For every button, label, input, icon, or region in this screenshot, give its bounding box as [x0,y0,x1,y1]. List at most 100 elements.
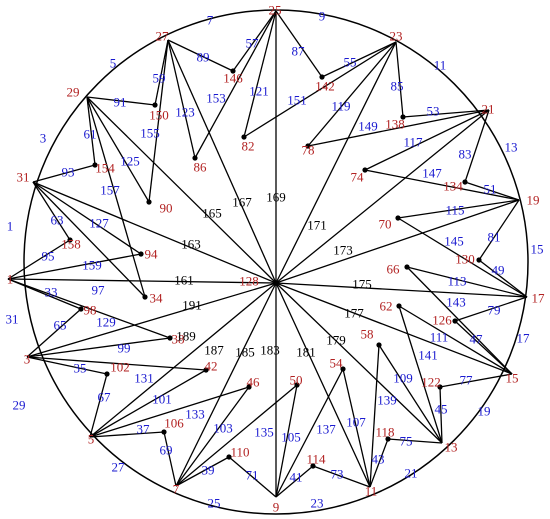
petal-edge [26,337,171,358]
edge-label: 67 [98,390,112,405]
edge-label: 129 [96,315,116,330]
inner-vertex-label: 134 [443,179,463,194]
outer-vertex-label: 17 [532,291,546,306]
arc-label: 15 [531,242,544,257]
petal-edge [454,296,528,322]
inner-vertex-dot [462,179,468,185]
edge-label: 81 [488,230,501,245]
inner-vertex-dot [226,454,232,460]
edge-label: 35 [74,361,87,376]
arc-label: 3 [40,131,47,146]
arc-label: 5 [110,56,117,71]
petal-edge [194,10,277,159]
edges [7,10,528,498]
arc-label: 9 [319,9,326,24]
inner-vertex-label: 98 [84,303,97,318]
inner-vertex-label: 94 [145,247,159,262]
spoke-edge-label: 167 [232,195,252,210]
edge-label: 71 [246,468,259,483]
center-vertex-label: 128 [239,274,259,289]
inner-vertex-dot [142,294,148,300]
petal-edge [86,96,156,106]
petal-edge [232,10,277,72]
edge-label: 157 [100,183,120,198]
inner-vertex-dot [161,429,167,435]
edge-label: 37 [137,422,151,437]
petal-edge [402,109,490,118]
inner-vertex-label: 110 [230,445,249,460]
petal-edge [86,96,96,166]
spoke-edge-label: 175 [352,277,372,292]
edge-label: 103 [213,421,233,436]
petal-edge [32,181,142,255]
petal-edge [86,96,150,203]
outer-vertex-label: 9 [273,500,280,515]
inner-vertex-dot [92,162,98,168]
petal-edge [369,438,389,488]
edge-label: 41 [290,470,303,485]
inner-vertex-label: 158 [61,237,81,252]
edge-label: 125 [120,154,140,169]
petal-edge [228,456,277,498]
edge-label: 123 [175,105,195,120]
inner-vertex-dot [192,155,198,161]
inner-vertex-label: 62 [380,299,393,314]
spoke-edge [86,96,277,284]
edge-label: 101 [152,392,172,407]
petal-edge [26,308,82,358]
petal-edge [439,373,513,388]
edge-label: 133 [185,407,205,422]
spoke-edge-label: 161 [174,273,194,288]
petal-edge [312,465,371,488]
outer-vertex-label: 19 [527,193,540,208]
edge-label: 43 [372,452,385,467]
inner-vertex-dot [138,251,144,257]
edge-label: 135 [254,425,274,440]
petal-edge [275,465,314,498]
inner-vertex-dot [152,102,158,108]
arc-label: 23 [311,496,324,511]
spoke-edge-label: 163 [181,237,201,252]
inner-vertex-dot [404,264,410,270]
inner-vertex-label: 130 [455,252,475,267]
arc-label: 27 [112,460,126,475]
inner-vertex-label: 106 [164,416,184,431]
petal-edge [7,253,142,280]
inner-vertex-label: 74 [351,170,365,185]
petal-edge [89,369,207,438]
edge-label: 59 [153,71,166,86]
petal-edge [243,41,397,138]
spoke-edge [275,282,513,375]
petal-edge [89,431,165,438]
inner-vertex-dot [67,237,73,243]
inner-vertex-label: 34 [150,291,164,306]
inner-vertex-dot [230,68,236,74]
spoke-edge-label: 181 [296,345,316,360]
petal-edge [478,259,528,298]
inner-vertex-label: 146 [223,71,243,86]
petal-edge [167,39,196,159]
edge-label: 127 [89,216,109,231]
petal-edge [175,386,250,487]
arc-label: 13 [505,140,518,155]
petal-edge [89,373,108,438]
edge-label: 121 [249,84,269,99]
edge-label: 95 [42,249,55,264]
petal-edge [167,39,234,72]
petal-edge [406,266,528,298]
inner-vertex-label: 42 [205,359,218,374]
edge-label: 69 [160,443,173,458]
edge-label: 141 [418,348,438,363]
spoke-edge-label: 177 [344,306,364,321]
inner-vertex-dot [78,306,84,312]
petal-edge [464,181,520,201]
inner-vertex-dot [319,74,325,80]
spoke-edge [89,282,277,438]
edge-label: 115 [445,203,464,218]
inner-vertex-label: 126 [432,313,452,328]
edge-label: 97 [92,283,106,298]
petal-edge [439,386,443,444]
edge-label: 55 [344,55,357,70]
petal-edge [86,96,146,298]
